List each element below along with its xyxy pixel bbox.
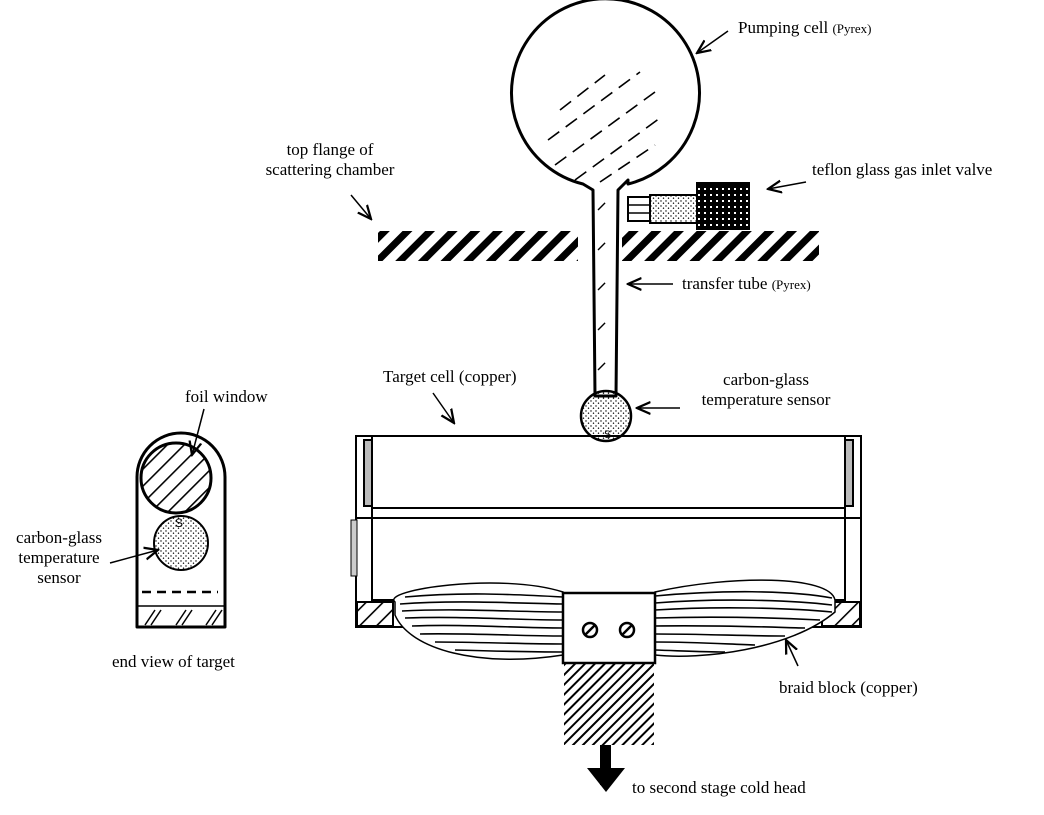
foil-window-label: foil window [185,387,268,406]
cold-head-post [564,663,654,745]
end-view-label: end view of target [112,652,235,671]
cold-head-label: to second stage cold head [632,778,806,797]
sensor-main: S [579,389,633,443]
svg-text:S: S [604,429,611,441]
transfer-tube [597,195,613,371]
transfer-tube-label: transfer tube (Pyrex) [682,274,811,293]
end-view: S [135,431,227,629]
braid-block [392,579,836,660]
inlet-valve [627,182,750,230]
sensor-end-label: carbon-glass temperature sensor [16,528,102,587]
target-cell-label: Target cell (copper) [383,367,517,386]
pointer-arrows [109,30,807,667]
cold-head-arrow [587,745,625,792]
inlet-valve-label: teflon glass gas inlet valve [812,160,993,179]
top-flange [378,231,819,261]
pumping-cell-label: Pumping cell (Pyrex) [738,18,872,37]
svg-text:S: S [175,516,183,530]
pumping-cell [510,0,701,398]
sensor-main-label: carbon-glass temperature sensor [701,370,831,409]
braid-block-label: braid block (copper) [779,678,918,697]
top-flange-label: top flange of scattering chamber [265,140,395,179]
clamp-block [561,591,657,665]
